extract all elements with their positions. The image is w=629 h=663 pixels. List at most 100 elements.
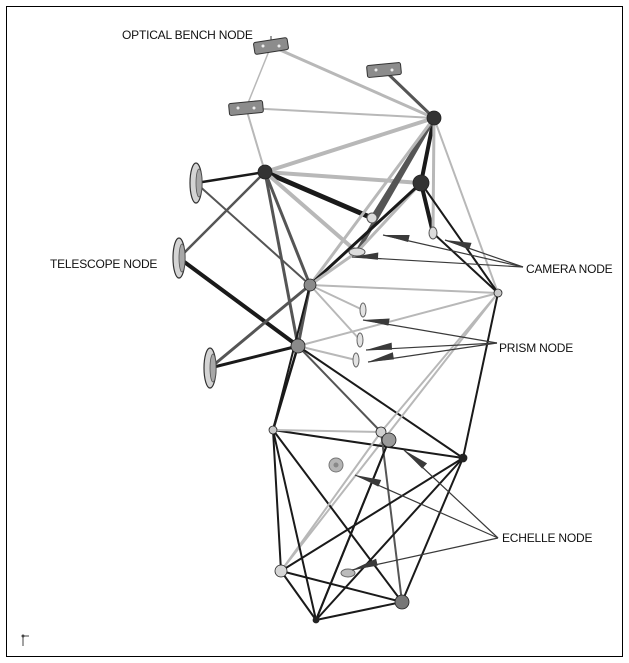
truss-strut [308,116,436,287]
truss-strut [263,170,312,287]
truss-strut [309,284,499,294]
truss-node [381,432,397,448]
echelle-node-label: ECHELLE NODE [502,531,593,545]
truss-strut [380,431,403,603]
truss-strut [280,431,382,572]
leader-arrowhead [352,558,378,570]
truss-strut [245,107,266,173]
truss-node [426,110,442,126]
telescope-mount-rim [195,168,203,198]
leader-line [354,474,499,539]
truss-strut [309,284,361,341]
truss-strut [177,256,300,348]
truss-strut [272,429,464,459]
truss-strut [262,169,375,221]
truss-strut [297,345,464,459]
truss-strut [272,429,282,572]
leader-arrowhead [363,318,390,326]
prism-bracket [356,332,364,348]
figure-frame [6,6,623,657]
truss-node [290,338,306,354]
truss-strut [297,345,357,361]
truss-strut [263,170,359,254]
truss-strut [280,292,499,572]
truss-node [394,594,410,610]
truss-strut [263,116,436,174]
truss-node [312,616,320,624]
echelle-mount-hub [333,462,339,468]
truss-strut [315,457,464,621]
camera-bracket [428,226,438,240]
truss-strut [309,284,364,311]
truss-strut [280,570,317,621]
truss-strut [297,292,499,347]
pad-bolt [374,68,378,72]
truss-strut [308,181,423,287]
truss-strut [272,429,317,621]
axis-triad-icon [21,634,29,646]
truss-strut [272,429,403,603]
truss-node [274,564,288,578]
prism-bracket [359,302,367,318]
truss-strut [315,601,403,621]
telescope-node-label: TELESCOPE NODE [50,257,158,271]
truss-node [303,278,317,292]
truss-node [458,453,468,463]
truss-strut [315,439,390,621]
truss-strut [280,570,403,603]
truss-node [257,164,273,180]
truss-strut [194,170,267,185]
truss-strut [208,344,300,370]
prism-bracket [352,352,360,368]
pad-bolt [261,44,265,48]
leader-arrowhead [352,252,379,260]
truss-strut [420,182,499,294]
truss-strut [297,345,382,433]
truss-strut [245,45,272,109]
truss-strut [462,292,499,459]
camera-bracket [366,212,378,224]
pad-bolt [236,106,240,110]
optical-bench-mount-pad [366,62,402,78]
leader-line [351,256,524,268]
echelle-bracket [340,568,356,578]
optical-bench-node-label: OPTICAL BENCH NODE [122,28,253,42]
telescope-mount-rim [178,243,186,273]
pad-bolt [252,106,256,110]
truss-strut [380,292,499,433]
truss-strut [195,182,311,286]
camera-bracket [348,247,366,257]
truss-strut [245,107,435,119]
leader-arrowhead [383,234,410,242]
truss-strut [177,170,267,260]
leader-arrowhead [355,475,382,487]
truss-strut [272,429,382,433]
leader-arrowhead [368,352,394,362]
truss-strut [431,116,436,235]
optical-bench-mount-pad [253,37,289,55]
truss-node [412,174,430,192]
prism-node-label: PRISM NODE [499,341,574,355]
truss-node [493,288,503,298]
truss-strut [208,283,312,370]
telescope-mount-rim [209,353,217,383]
leader-arrowhead [366,342,393,350]
truss-strut [308,250,359,287]
leader-arrowhead [404,450,428,469]
truss-strut [382,68,436,120]
pad-bolt [390,68,394,72]
truss-strut [272,284,311,431]
truss-strut [280,457,464,572]
truss-node [375,426,387,438]
truss-strut [433,117,499,294]
truss-node [268,425,278,435]
optical-bench-mount-pad [228,100,264,116]
truss-strut [432,232,499,294]
camera-node-label: CAMERA NODE [526,262,613,276]
truss-strut [269,44,436,120]
truss-strut [401,457,464,603]
leader-arrowhead [445,240,472,250]
truss-strut [419,181,435,235]
pad-bolt [277,44,281,48]
